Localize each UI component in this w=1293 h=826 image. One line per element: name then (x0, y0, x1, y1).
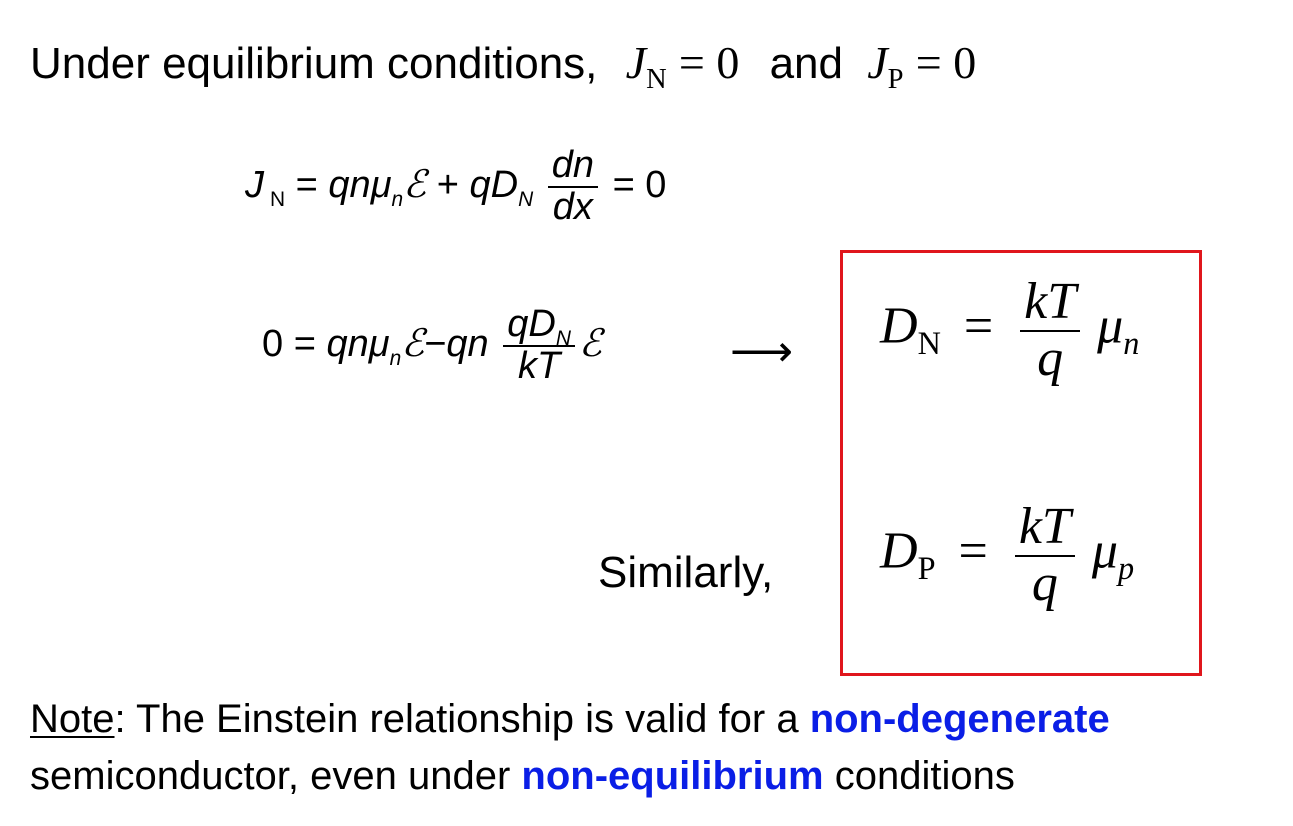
eq2-equals: = (293, 322, 316, 365)
note-text-2: semiconductor, even under (30, 754, 522, 798)
heading-text: Under equilibrium conditions, (30, 39, 598, 88)
equilibrium-equation: 0 = qnμnℰ−qn qDN kT ℰ (262, 303, 602, 387)
eq2-frac-den: kT (517, 344, 561, 387)
eq1-drift-sub: n (391, 188, 404, 212)
dp-relation: DP = kT q μp (880, 498, 1135, 612)
eq1-lhs: J (245, 163, 264, 206)
eq1-frac-num: dn (551, 144, 594, 186)
jn-symbol: JN (625, 37, 667, 95)
eq1-fraction: dn dx (547, 144, 598, 228)
dn-fraction: kT q (1020, 274, 1081, 386)
heading-line: Under equilibrium conditions, JN = 0 and… (30, 36, 977, 95)
note-line-2: semiconductor, even under non-equilibriu… (30, 754, 1015, 799)
similarly-label: Similarly, (598, 548, 774, 597)
eq2-field-symbol-2: ℰ (578, 322, 602, 365)
eq2-lhs: 0 (262, 322, 284, 365)
eq1-field-symbol: ℰ (403, 163, 427, 206)
note-colon: : (114, 697, 126, 741)
eq2-fraction: qDN kT (503, 303, 575, 387)
eq1-plus: + (436, 163, 459, 206)
eq1-diffusion-sub: N (518, 188, 534, 212)
eq1-diffusion-term: qD (469, 163, 519, 206)
implies-arrow: ⟶ (730, 327, 794, 376)
eq1-equals: = (295, 163, 318, 206)
dp-fraction: kT q (1014, 499, 1075, 611)
eq1-lhs-sub: N (270, 188, 286, 212)
note-highlight-nondegenerate: non-degenerate (809, 697, 1110, 741)
dn-relation: DN = kT q μn (880, 273, 1140, 387)
note-line-1: Note: The Einstein relationship is valid… (30, 697, 1110, 742)
note-label: Note (30, 697, 115, 741)
eq1-rhs: = 0 (612, 163, 667, 206)
note-text-1: The Einstein relationship is valid for a (125, 697, 810, 741)
eq2-minus: − (424, 322, 447, 365)
eq2-drift-sub: n (389, 347, 402, 371)
eq2-drift-term: qnμ (326, 322, 390, 365)
eq2-diffusion-term: qn (446, 322, 489, 365)
note-highlight-nonequilibrium: non-equilibrium (521, 754, 824, 798)
eq2-field-symbol-1: ℰ (401, 322, 425, 365)
heading-and: and (769, 39, 843, 88)
jp-symbol: JP (867, 37, 904, 95)
einstein-relation-box (840, 250, 1202, 676)
jp-equals-zero: = 0 (915, 37, 977, 88)
note-text-3: conditions (823, 754, 1015, 798)
jn-equals-zero: = 0 (678, 37, 740, 88)
eq2-frac-num: qDN (507, 303, 571, 351)
eq1-drift-term: qnμ (328, 163, 392, 206)
eq1-frac-den: dx (552, 185, 593, 228)
